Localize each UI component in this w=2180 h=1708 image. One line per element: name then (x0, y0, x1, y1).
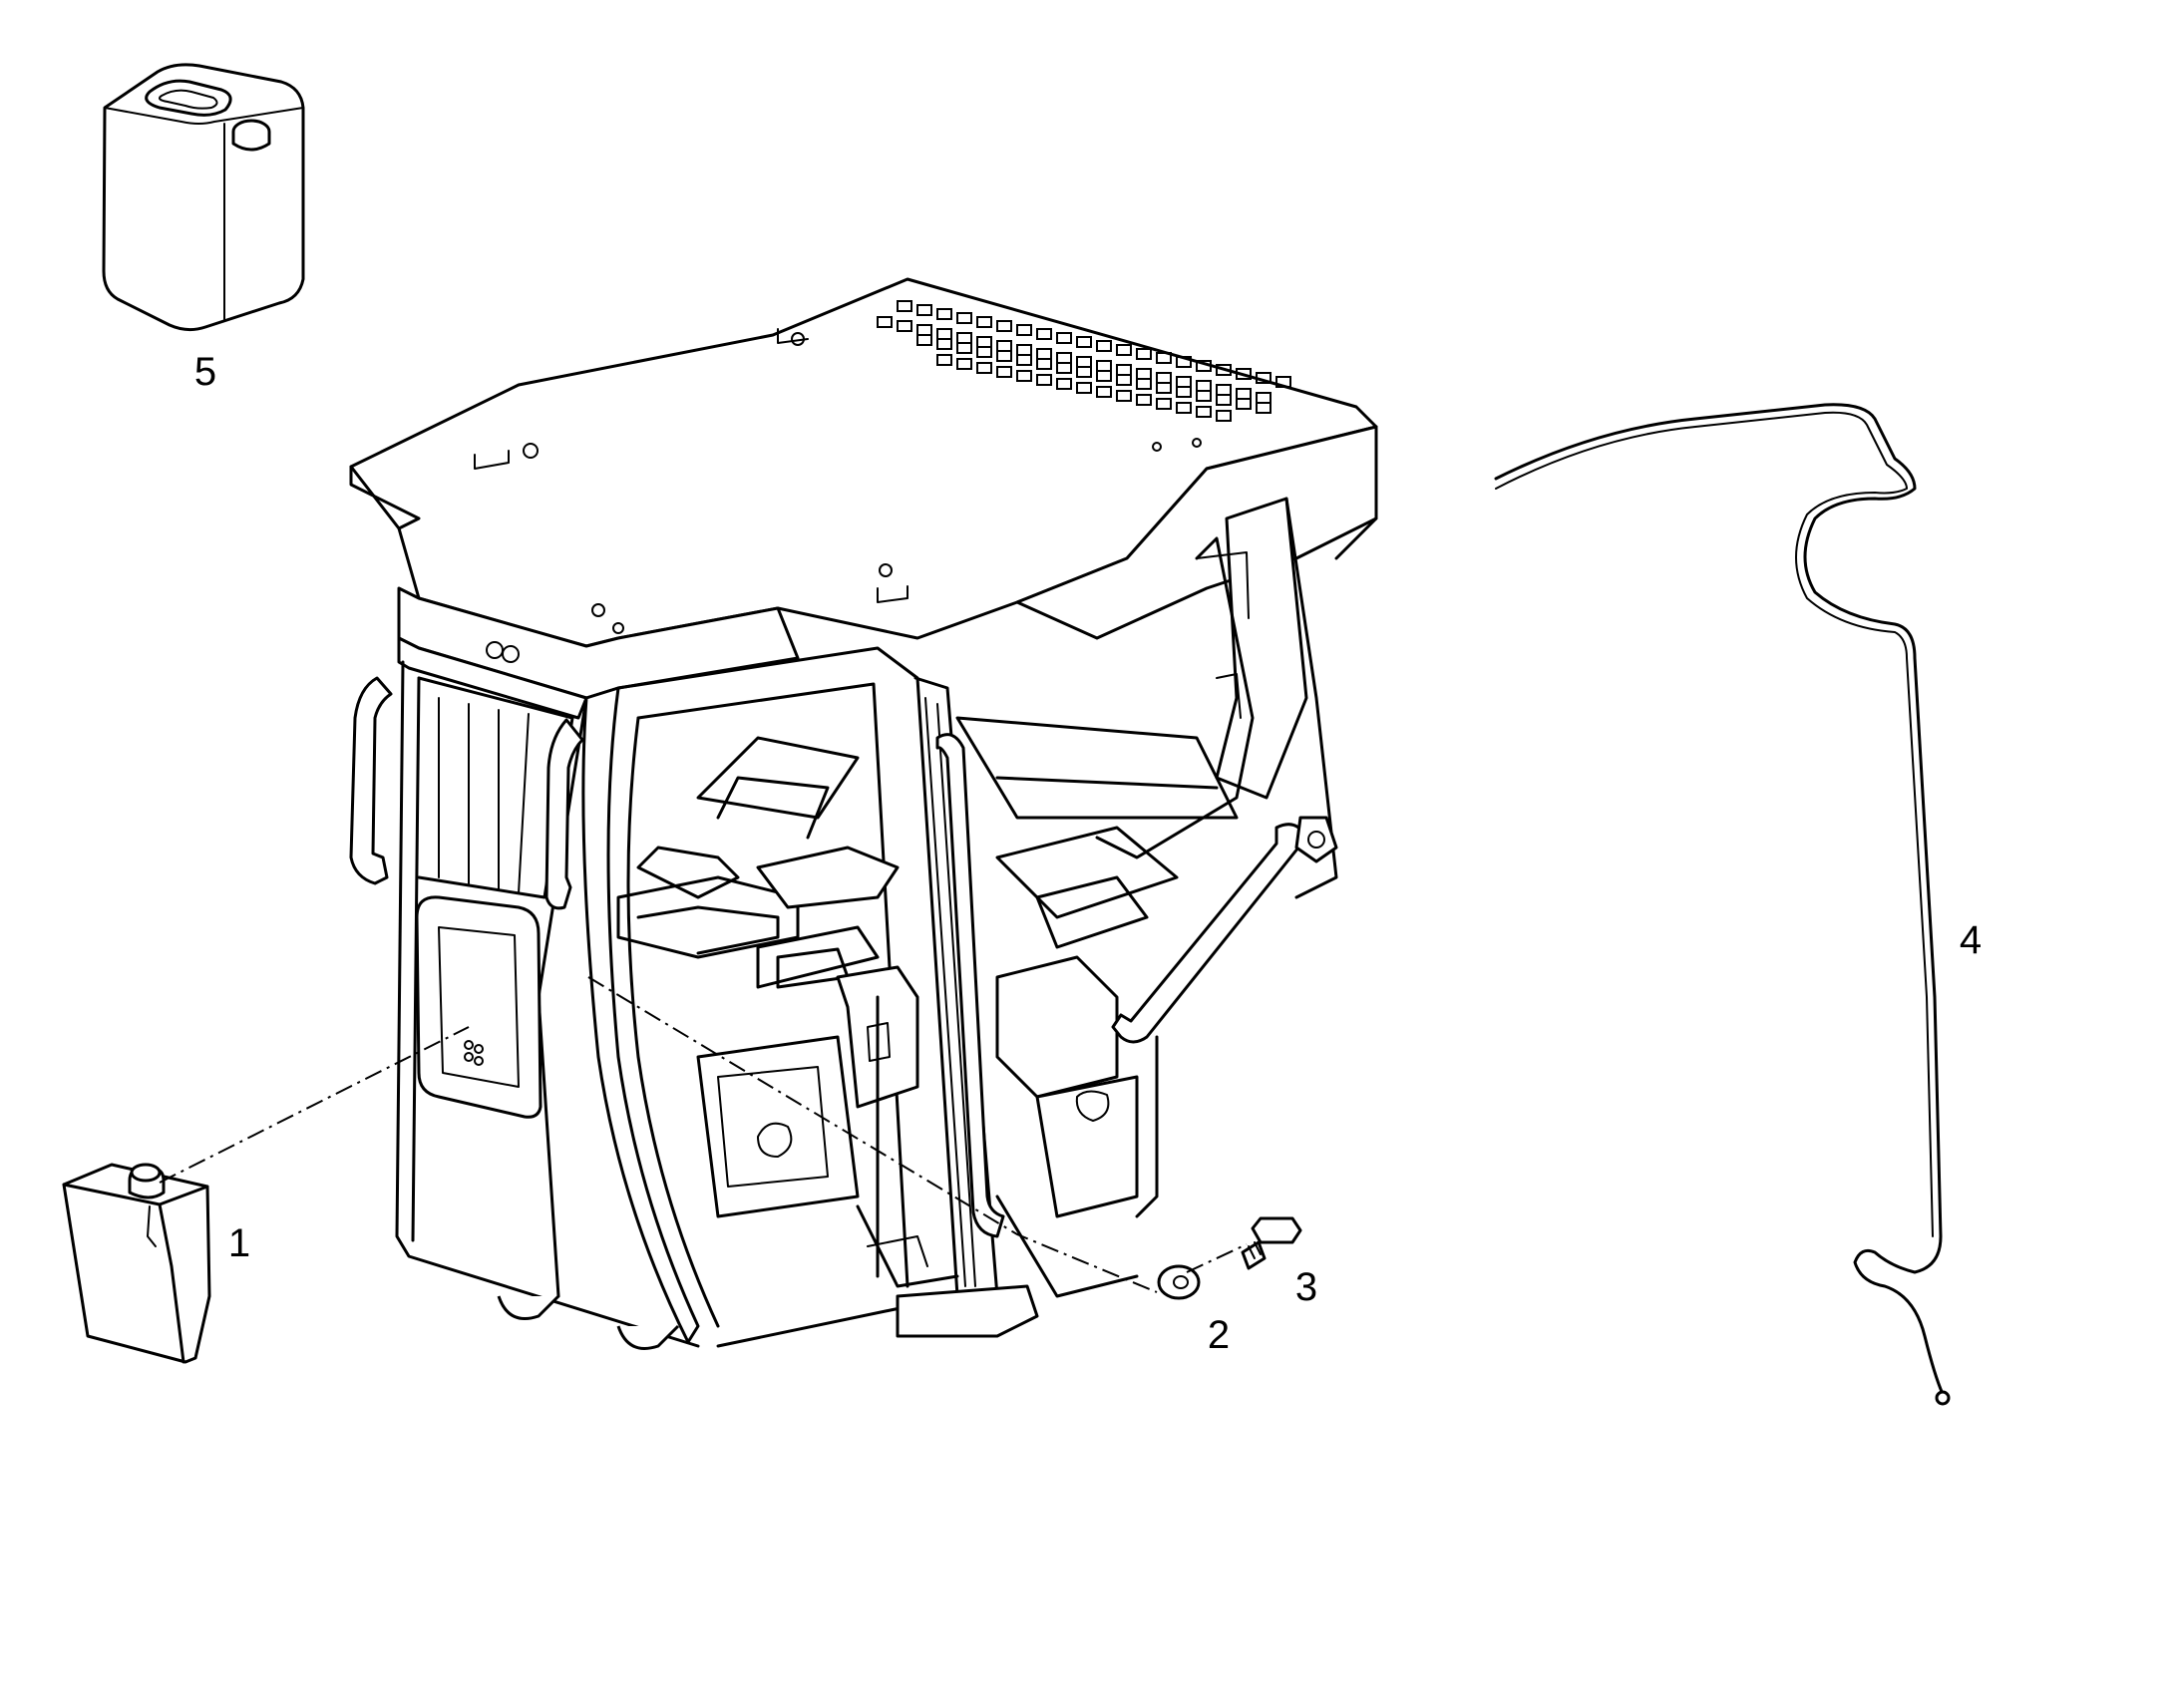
bolt-icon[interactable] (1241, 1216, 1302, 1270)
part-number-5: 5 (194, 350, 216, 394)
washer-icon[interactable] (1157, 1264, 1201, 1300)
cab-structure (349, 277, 1378, 1350)
roof-vent-grille (877, 300, 1291, 422)
part-number-3: 3 (1295, 1265, 1317, 1309)
fluid-canister-icon[interactable] (102, 63, 305, 332)
part-number-4: 4 (1960, 918, 1982, 962)
washer-reservoir-icon[interactable] (62, 1163, 211, 1364)
washer-hose-icon[interactable] (1494, 403, 1951, 1406)
leader-lines (159, 976, 1248, 1293)
part-number-2: 2 (1208, 1313, 1230, 1357)
part-number-1: 1 (228, 1221, 250, 1265)
